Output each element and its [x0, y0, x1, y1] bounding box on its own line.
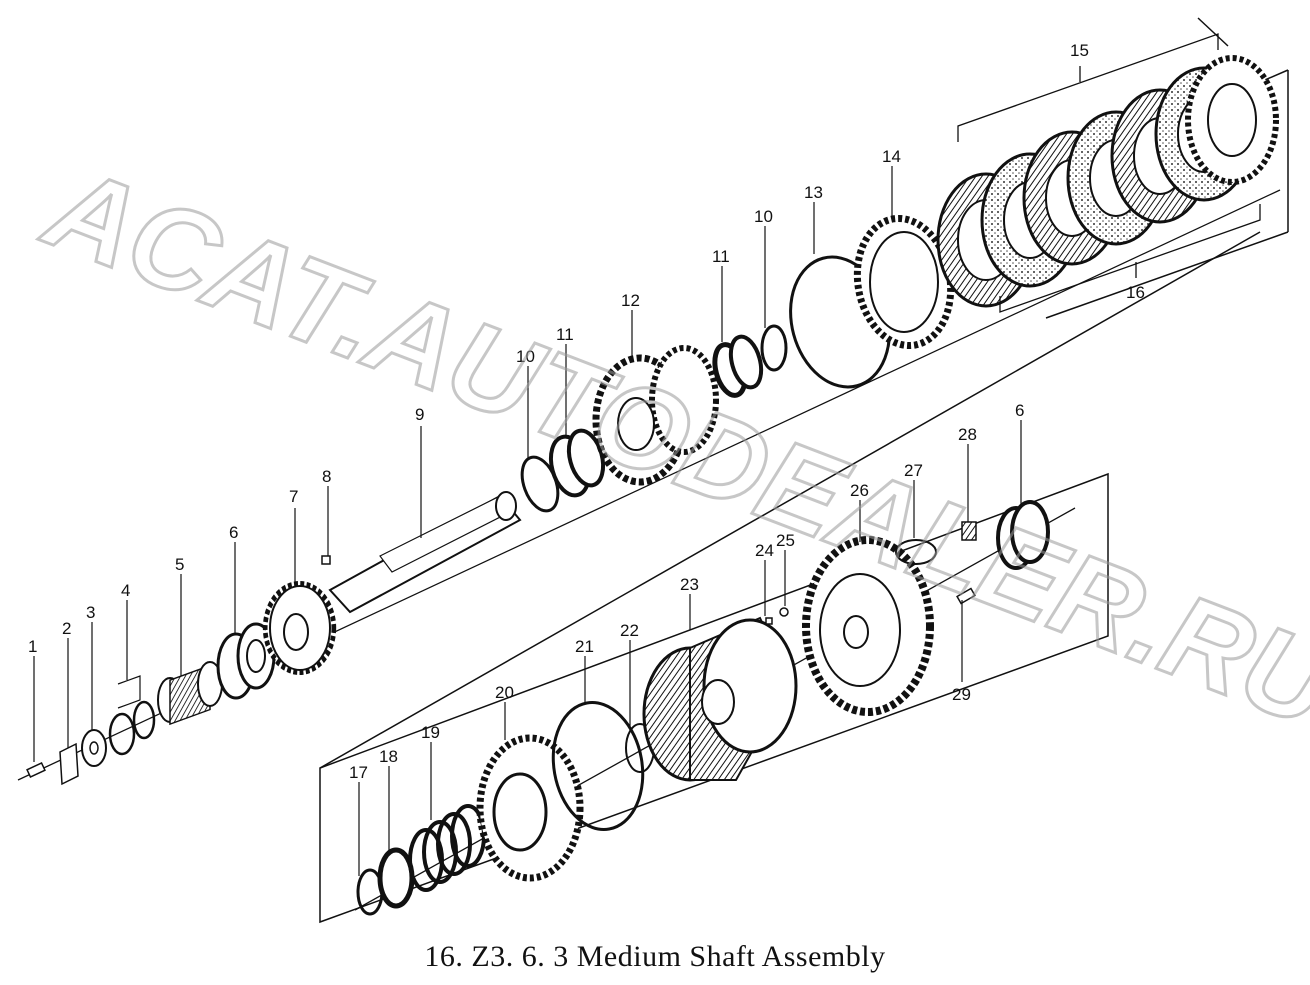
- part-7-gear: [262, 581, 337, 675]
- part-3-washer: [81, 729, 107, 767]
- part-6-bearing-upper: [216, 622, 276, 700]
- callout-25: 25: [776, 531, 795, 550]
- part-14-ring-gear: [853, 214, 955, 350]
- callout-11-a: 11: [556, 325, 574, 344]
- leader-lines: [33, 166, 1022, 876]
- callout-24: 24: [755, 541, 774, 560]
- lower-plane-divider: [319, 231, 1261, 769]
- part-29-screw: [956, 587, 976, 605]
- part-8-key: [321, 555, 331, 565]
- callout-11-b: 11: [712, 247, 730, 266]
- callout-8: 8: [322, 467, 331, 486]
- callout-19: 19: [421, 723, 440, 742]
- part-4-snap-rings: [108, 675, 156, 756]
- part-20-piston-gear: [476, 734, 584, 882]
- callout-23: 23: [680, 575, 699, 594]
- callout-13: 13: [804, 183, 823, 202]
- callout-10-b: 10: [754, 207, 773, 226]
- part-24-pin: [765, 617, 773, 625]
- callout-17: 17: [349, 763, 368, 782]
- part-10-snap-ring-b: [760, 324, 788, 372]
- upper-plane-outline: [1197, 17, 1229, 47]
- callout-21: 21: [575, 637, 594, 656]
- callout-29: 29: [952, 685, 971, 704]
- part-12-cluster-gear: [592, 345, 719, 486]
- part-5-bearing-race: [157, 661, 223, 726]
- callout-16: 16: [1126, 283, 1145, 302]
- callout-14: 14: [882, 147, 901, 166]
- callout-4: 4: [121, 581, 130, 600]
- callout-22: 22: [620, 621, 639, 640]
- callout-6-upper: 6: [229, 523, 238, 542]
- callout-27: 27: [904, 461, 923, 480]
- callout-20: 20: [495, 683, 514, 702]
- part-26-drive-gear: [802, 536, 934, 716]
- figure-caption: 16. Z3. 6. 3 Medium Shaft Assembly: [424, 940, 886, 973]
- callout-9: 9: [415, 405, 424, 424]
- callout-15: 15: [1070, 41, 1089, 60]
- part-6-bearing-lower: [996, 500, 1050, 570]
- part-27-retaining-plate: [895, 539, 937, 565]
- part-2-lock-plate: [59, 742, 79, 786]
- bracket-15: [957, 33, 1219, 142]
- callout-26: 26: [850, 481, 869, 500]
- part-28-plug: [961, 521, 977, 541]
- callout-2: 2: [62, 619, 71, 638]
- part-25-ball: [779, 607, 789, 617]
- callout-28: 28: [958, 425, 977, 444]
- bracket-16: [999, 204, 1261, 313]
- upper-plane-edge-bottom: [1045, 231, 1289, 319]
- callout-18: 18: [379, 747, 398, 766]
- part-11-bearing-b: [712, 334, 764, 398]
- part-23-clutch-drum: [642, 616, 798, 782]
- part-1-bolt: [26, 761, 46, 779]
- part-18-retainer: [377, 847, 415, 909]
- part-11-bearing-a: [548, 428, 606, 498]
- part-15-16-clutch-pack: [936, 55, 1279, 308]
- part-21-seal-ring: [551, 701, 645, 831]
- callout-7: 7: [289, 487, 298, 506]
- callout-3: 3: [86, 603, 95, 622]
- part-19-spring: [408, 804, 486, 892]
- callout-12: 12: [621, 291, 640, 310]
- callout-10-a: 10: [516, 347, 535, 366]
- callout-1: 1: [28, 637, 37, 656]
- part-9-splined-shaft: [328, 491, 522, 614]
- callout-5: 5: [175, 555, 184, 574]
- callout-6-lower: 6: [1015, 401, 1024, 420]
